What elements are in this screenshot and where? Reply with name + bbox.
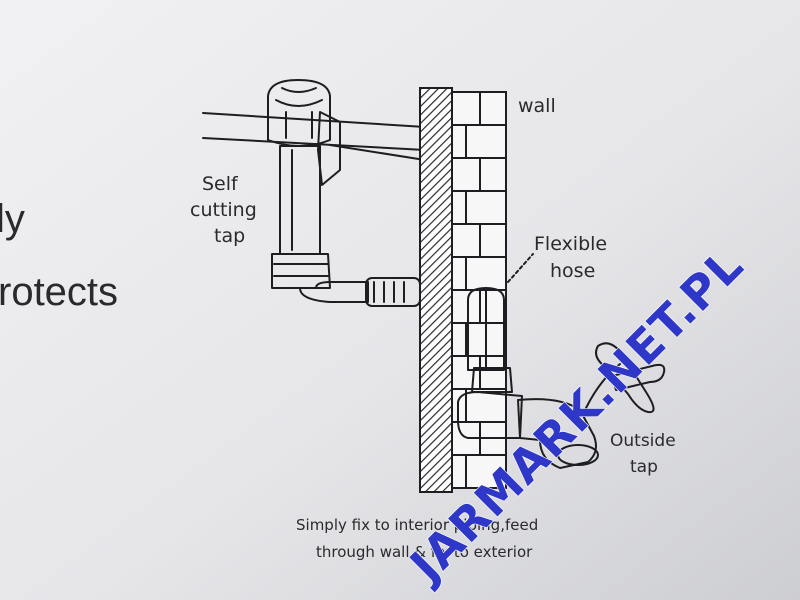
brick-row	[451, 124, 507, 159]
wall-hatched-layer	[419, 87, 453, 493]
self-cutting-tap-icon	[267, 79, 369, 303]
brick-row	[451, 322, 507, 357]
label-outside-tap-line-1: Outside	[610, 431, 676, 451]
brick-row	[451, 256, 507, 291]
brick-row	[451, 190, 507, 225]
label-self-cutting-tap-line-2: cutting	[190, 199, 257, 221]
label-flexible-hose-line-1: Flexible	[534, 233, 607, 255]
side-text-line-2: rotects	[0, 270, 118, 314]
label-flexible-hose-line-2: hose	[550, 260, 595, 282]
label-self-cutting-tap-line-1: Self	[202, 173, 239, 195]
brick-row	[451, 454, 507, 489]
label-flexible-hose: Flexible hose	[534, 233, 607, 282]
label-self-cutting-tap-line-3: tap	[214, 225, 245, 247]
flexible-hose-icon	[365, 253, 534, 371]
caption-line-2: through wall & fix to exterior	[316, 543, 533, 561]
outside-tap-icon	[457, 342, 666, 469]
caption-line-1: Simply fix to interior piping,feed	[296, 516, 538, 534]
label-outside-tap: Outside tap	[610, 431, 676, 477]
side-text-line-1: ly	[0, 197, 25, 241]
wall-bricks	[451, 91, 507, 489]
label-self-cutting-tap: Self cutting tap	[190, 173, 257, 247]
label-wall: wall	[518, 95, 556, 117]
label-outside-tap-line-2: tap	[630, 457, 658, 477]
